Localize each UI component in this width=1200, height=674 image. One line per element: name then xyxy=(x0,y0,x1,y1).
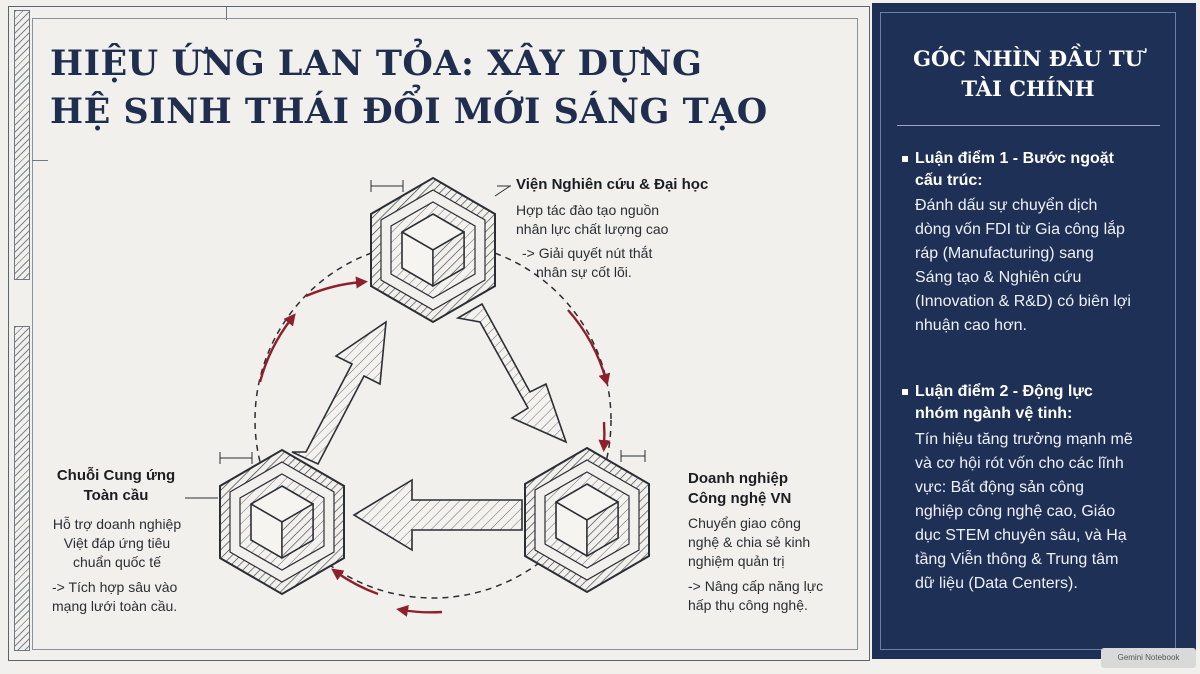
text-line: nhân lực chất lượng cao xyxy=(516,221,669,237)
text-line: dữ liệu (Data Centers). xyxy=(915,575,1078,592)
text-line: Sáng tạo & Nghiên cứu xyxy=(915,269,1082,286)
point-1-heading: Luận điểm 1 - Bước ngoặt cấu trúc: xyxy=(915,148,1165,192)
text-line: chuẩn quốc tế xyxy=(73,554,161,570)
hex-cube-research xyxy=(370,176,511,324)
text-line: (Innovation & R&D) có biên lợi xyxy=(915,293,1131,310)
text-line: Công nghệ VN xyxy=(688,490,792,507)
hatch-strip-top xyxy=(14,10,30,280)
text-line: nghiệp công nghệ cao, Giáo xyxy=(915,503,1116,520)
title-line-2: HỆ SINH THÁI ĐỔI MỚI SÁNG TẠO xyxy=(50,91,768,132)
node-title-tech: Doanh nghiệp Công nghệ VN xyxy=(688,469,791,509)
red-cycle-arrow xyxy=(331,568,379,596)
text-line: hấp thụ công nghệ. xyxy=(688,597,808,613)
investment-panel-frame xyxy=(880,12,1176,650)
text-line: Việt đáp ứng tiêu xyxy=(63,535,171,551)
text-line: Hỗ trợ doanh nghiệp xyxy=(52,516,182,532)
text-line: Chuỗi Cung ứng xyxy=(56,467,176,484)
text-line: dục STEM chuyên sâu, và Hạ xyxy=(915,527,1127,544)
panel-title-line-1: GÓC NHÌN ĐẦU TƯ xyxy=(913,46,1143,71)
watermark-badge: Gemini Notebook xyxy=(1101,648,1196,668)
flow-arrow-research-to-tech xyxy=(455,302,568,444)
node-body-tech: Chuyển giao công nghệ & chia sẻ kinh ngh… xyxy=(688,514,810,571)
text-line: nghiệm quản trị xyxy=(688,553,785,569)
node-result-supplychain: -> Tích hợp sâu vào mạng lưới toàn cầu. xyxy=(52,578,202,616)
bullet-icon xyxy=(902,156,908,162)
frame-tick xyxy=(226,6,227,20)
text-line: Luận điểm 2 - Động lực xyxy=(915,383,1093,400)
text-line: cấu trúc: xyxy=(915,172,983,189)
text-line: nhóm ngành vệ tinh: xyxy=(915,405,1073,422)
text-line: vực: Bất động sản công xyxy=(915,479,1085,496)
title-line-1: HIỆU ỨNG LAN TỎA: XÂY DỰNG xyxy=(50,43,703,84)
red-cycle-arrow xyxy=(305,276,368,298)
text-line: nghệ & chia sẻ kinh xyxy=(688,534,811,550)
text-line: Đánh dấu sự chuyển dịch xyxy=(915,197,1098,214)
text-line: Luận điểm 1 - Bước ngoặt xyxy=(915,150,1114,167)
flow-arrow-tech-to-supplychain xyxy=(352,478,523,552)
ecosystem-diagram xyxy=(185,176,650,617)
bullet-icon xyxy=(902,389,908,395)
hatch-strip-bottom xyxy=(14,326,30,651)
text-line: nhân sự cốt lõi. xyxy=(536,264,632,280)
node-body-supplychain: Hỗ trợ doanh nghiệp Việt đáp ứng tiêu ch… xyxy=(44,515,190,572)
text-line: -> Tích hợp sâu vào xyxy=(52,579,178,595)
panel-title-line-2: TÀI CHÍNH xyxy=(961,76,1095,101)
investment-panel xyxy=(872,3,1196,659)
red-cycle-arrow xyxy=(258,313,296,383)
text-line: Chuyển giao công xyxy=(688,515,801,531)
flow-arrow-supplychain-to-research xyxy=(291,320,387,466)
page-title: HIỆU ỨNG LAN TỎA: XÂY DỰNG HỆ SINH THÁI … xyxy=(50,40,770,136)
node-body-research: Hợp tác đào tạo nguồn nhân lực chất lượn… xyxy=(516,201,668,239)
frame-tick xyxy=(32,160,48,161)
node-result-tech: -> Nâng cấp năng lực hấp thụ công nghệ. xyxy=(688,577,823,615)
point-1-body: Đánh dấu sự chuyển dịch dòng vốn FDI từ … xyxy=(915,194,1165,338)
text-line: và cơ hội rót vốn cho các lĩnh xyxy=(915,455,1124,472)
red-cycle-arrow xyxy=(396,605,443,617)
blueprint-frame-outer xyxy=(8,6,870,661)
text-line: -> Nâng cấp năng lực xyxy=(688,578,824,594)
hex-cube-supplychain xyxy=(219,448,345,596)
text-line: Doanh nghiệp xyxy=(688,470,788,487)
blueprint-frame-inner xyxy=(32,18,858,650)
node-result-research: -> Giải quyết nút thắt nhân sự cốt lõi. xyxy=(522,244,652,282)
text-line: dòng vốn FDI từ Gia công lắp xyxy=(915,221,1125,238)
panel-title: GÓC NHÌN ĐẦU TƯ TÀI CHÍNH xyxy=(880,44,1176,104)
text-line: Toàn cầu xyxy=(83,487,149,504)
red-cycle-arrow xyxy=(567,309,611,386)
point-2-heading: Luận điểm 2 - Động lực nhóm ngành vệ tin… xyxy=(915,381,1165,425)
text-line: nhuận cao hơn. xyxy=(915,317,1027,334)
hex-cube-tech xyxy=(524,446,650,594)
text-line: Hợp tác đào tạo nguồn xyxy=(516,202,660,218)
panel-divider xyxy=(897,125,1160,126)
text-line: mạng lưới toàn cầu. xyxy=(52,598,178,614)
text-line: ráp (Manufacturing) sang xyxy=(915,245,1094,262)
text-line: tầng Viễn thông & Trung tâm xyxy=(915,551,1119,568)
point-2-body: Tín hiệu tăng trưởng mạnh mẽ và cơ hội r… xyxy=(915,428,1165,596)
text-line: -> Giải quyết nút thắt xyxy=(522,245,653,261)
text-line: Tín hiệu tăng trưởng mạnh mẽ xyxy=(915,431,1133,448)
leader-line xyxy=(494,185,511,197)
node-title-research: Viện Nghiên cứu & Đại học xyxy=(516,176,709,193)
node-title-supplychain: Chuỗi Cung ứng Toàn cầu xyxy=(48,466,184,506)
